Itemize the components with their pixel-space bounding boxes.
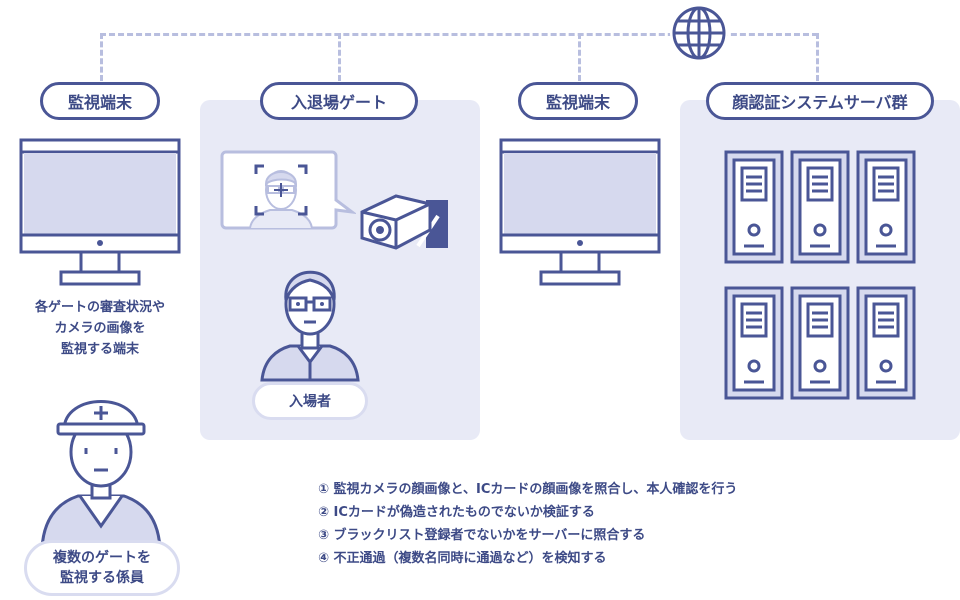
monitor-caption-line-1: 各ゲートの審査状況や: [34, 300, 165, 315]
label-monitor-right: 監視端末: [518, 82, 638, 120]
camera-icon: [356, 186, 452, 254]
network-line-gate: [338, 33, 341, 81]
network-line-top: [100, 33, 818, 36]
face-capture-bubble: [220, 150, 356, 232]
monitor-caption-line-2: カメラの画像を: [54, 321, 146, 336]
network-line-right: [578, 33, 581, 81]
staff-label-line-2: 監視する係員: [60, 570, 144, 586]
step-item-2: ② ICカードが偽造されたものでないか検証する: [318, 505, 595, 520]
globe-icon: [668, 2, 730, 64]
server-icon: [856, 286, 916, 400]
step-item-4: ④ 不正通過（複数名同時に通過など）を検知する: [318, 551, 607, 566]
monitor-caption: 各ゲートの審査状況や カメラの画像を 監視する端末: [0, 297, 200, 360]
monitor-icon: [19, 138, 181, 288]
person-icon: [258, 256, 362, 382]
network-line-left: [100, 33, 103, 81]
label-gate: 入退場ゲート: [260, 82, 418, 120]
server-icon: [856, 150, 916, 264]
step-item-1: ① 監視カメラの顔画像と、ICカードの顔画像を照合し、本人確認を行う: [318, 482, 738, 497]
worker-icon: [38, 386, 164, 550]
monitor-caption-line-3: 監視する端末: [60, 342, 139, 357]
staff-label: 複数のゲートを 監視する係員: [24, 540, 180, 596]
server-icon: [724, 286, 784, 400]
monitor-icon: [499, 138, 661, 288]
label-servers: 顔認証システムサーバ群: [706, 82, 934, 120]
step-list: ① 監視カメラの顔画像と、ICカードの顔画像を照合し、本人確認を行う ② ICカ…: [318, 478, 878, 570]
step-item-3: ③ ブラックリスト登録者でないかをサーバーに照合する: [318, 528, 646, 543]
visitor-label: 入場者: [252, 382, 368, 420]
server-icon: [724, 150, 784, 264]
label-monitor-left: 監視端末: [40, 82, 160, 120]
staff-label-line-1: 複数のゲートを: [53, 550, 151, 566]
network-line-server: [816, 33, 819, 81]
server-icon: [790, 150, 850, 264]
server-icon: [790, 286, 850, 400]
